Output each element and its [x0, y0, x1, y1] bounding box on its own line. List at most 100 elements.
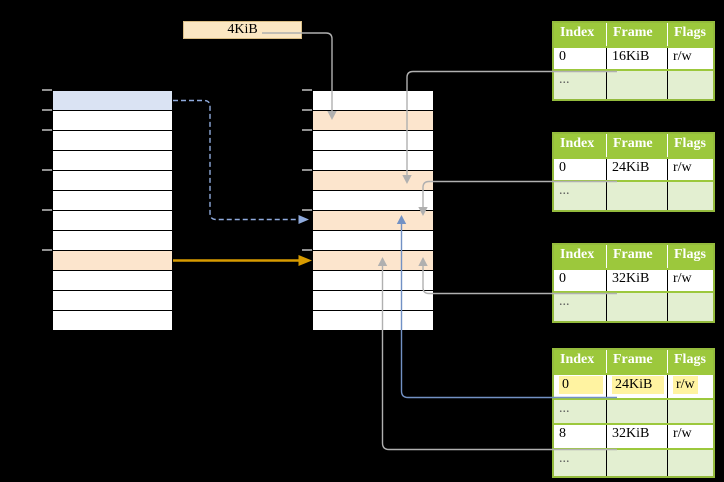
memory-cell	[313, 91, 433, 111]
frame-cell: 24KiB	[606, 375, 667, 398]
table-row-ellipsis: ...	[554, 69, 713, 99]
tick-mark	[42, 109, 52, 111]
table-header-row: Index Frame Flags	[554, 350, 713, 373]
memory-cell	[53, 271, 172, 291]
table-row-highlighted: 0 24KiB r/w	[554, 373, 713, 398]
tick-mark	[42, 209, 52, 211]
table-row: 0 24KiB r/w	[554, 157, 713, 180]
column-header-flags: Flags	[667, 23, 713, 46]
frame-cell	[606, 400, 667, 423]
frame-cell	[606, 293, 667, 321]
memory-cell	[53, 151, 172, 171]
memory-cell	[53, 111, 172, 131]
table-row-ellipsis: ...	[554, 448, 713, 476]
index-cell: 0	[559, 49, 566, 64]
middle-memory-column	[312, 90, 434, 331]
frame-cell: 16KiB	[606, 48, 667, 69]
index-cell: ...	[559, 401, 570, 416]
index-cell: 0	[559, 271, 566, 286]
memory-cell	[53, 291, 172, 311]
index-cell: ...	[559, 72, 570, 87]
index-cell: ...	[559, 183, 570, 198]
table-row: 8 32KiB r/w	[554, 423, 713, 448]
highlighted-value: 0	[559, 376, 603, 394]
memory-cell	[53, 211, 172, 231]
frame-cell	[606, 71, 667, 99]
table-row-ellipsis: ...	[554, 180, 713, 210]
tick-mark	[302, 129, 312, 131]
frame-table-16kib: Index Frame Flags 0 16KiB r/w ...	[552, 21, 715, 101]
column-header-index: Index	[560, 136, 595, 151]
highlighted-value: r/w	[673, 376, 698, 394]
tick-mark	[302, 109, 312, 111]
frame-cell: 24KiB	[606, 159, 667, 180]
column-header-flags: Flags	[667, 245, 713, 268]
flags-cell	[667, 293, 713, 321]
memory-cell	[313, 271, 433, 291]
column-header-frame: Frame	[606, 23, 667, 46]
arrowhead-right-icon	[298, 215, 309, 224]
index-cell: ...	[559, 451, 570, 466]
memory-cell	[313, 231, 433, 251]
tick-mark	[42, 169, 52, 171]
arrowhead-right-icon	[298, 255, 312, 266]
tick-mark	[302, 209, 312, 211]
tick-mark	[42, 249, 52, 251]
table-row-ellipsis: ...	[554, 398, 713, 423]
tick-mark	[302, 89, 312, 91]
table-row-ellipsis: ...	[554, 291, 713, 321]
column-header-frame: Frame	[606, 350, 667, 373]
column-header-index: Index	[560, 352, 595, 367]
left-memory-column	[52, 90, 173, 331]
flags-cell: r/w	[667, 270, 713, 291]
column-header-flags: Flags	[667, 134, 713, 157]
frame-cell: 32KiB	[606, 270, 667, 291]
table-header-row: Index Frame Flags	[554, 134, 713, 157]
index-cell: 8	[559, 426, 566, 441]
column-header-index: Index	[560, 25, 595, 40]
flags-cell: r/w	[667, 425, 713, 448]
flags-cell	[667, 182, 713, 210]
index-cell: ...	[559, 294, 570, 309]
memory-cell	[313, 131, 433, 151]
table-row: 0 32KiB r/w	[554, 268, 713, 291]
table-header-row: Index Frame Flags	[554, 23, 713, 46]
table-header-row: Index Frame Flags	[554, 245, 713, 268]
flags-cell: r/w	[667, 48, 713, 69]
index-cell: 0	[559, 160, 566, 175]
tick-mark	[302, 249, 312, 251]
memory-cell-orange	[53, 251, 172, 271]
memory-cell-orange	[313, 171, 433, 191]
flags-cell	[667, 450, 713, 476]
memory-cell-orange	[313, 251, 433, 271]
memory-cell-orange	[313, 111, 433, 131]
flags-cell	[667, 71, 713, 99]
flags-cell	[667, 400, 713, 423]
connector-orange-cell	[173, 255, 312, 266]
tick-mark	[42, 89, 52, 91]
table-row: 0 16KiB r/w	[554, 46, 713, 69]
flags-cell: r/w	[667, 375, 713, 398]
flags-cell: r/w	[667, 159, 713, 180]
memory-cell	[313, 291, 433, 311]
memory-cell	[53, 171, 172, 191]
memory-cell	[53, 231, 172, 251]
memory-cell-blue	[53, 91, 172, 111]
tick-mark	[42, 129, 52, 131]
memory-cell	[313, 311, 433, 330]
memory-cell	[313, 191, 433, 211]
memory-cell	[53, 191, 172, 211]
column-header-flags: Flags	[667, 350, 713, 373]
memory-cell	[313, 151, 433, 171]
memory-cell	[53, 131, 172, 151]
index-cell: 0	[554, 375, 606, 398]
tick-mark	[302, 169, 312, 171]
memory-cell-orange	[313, 211, 433, 231]
frame-table-32kib: Index Frame Flags 0 32KiB r/w ...	[552, 243, 715, 323]
column-header-frame: Frame	[606, 245, 667, 268]
page-size-label: 4KiB	[183, 21, 302, 39]
frame-cell	[606, 182, 667, 210]
frame-cell: 32KiB	[606, 425, 667, 448]
column-header-frame: Frame	[606, 134, 667, 157]
